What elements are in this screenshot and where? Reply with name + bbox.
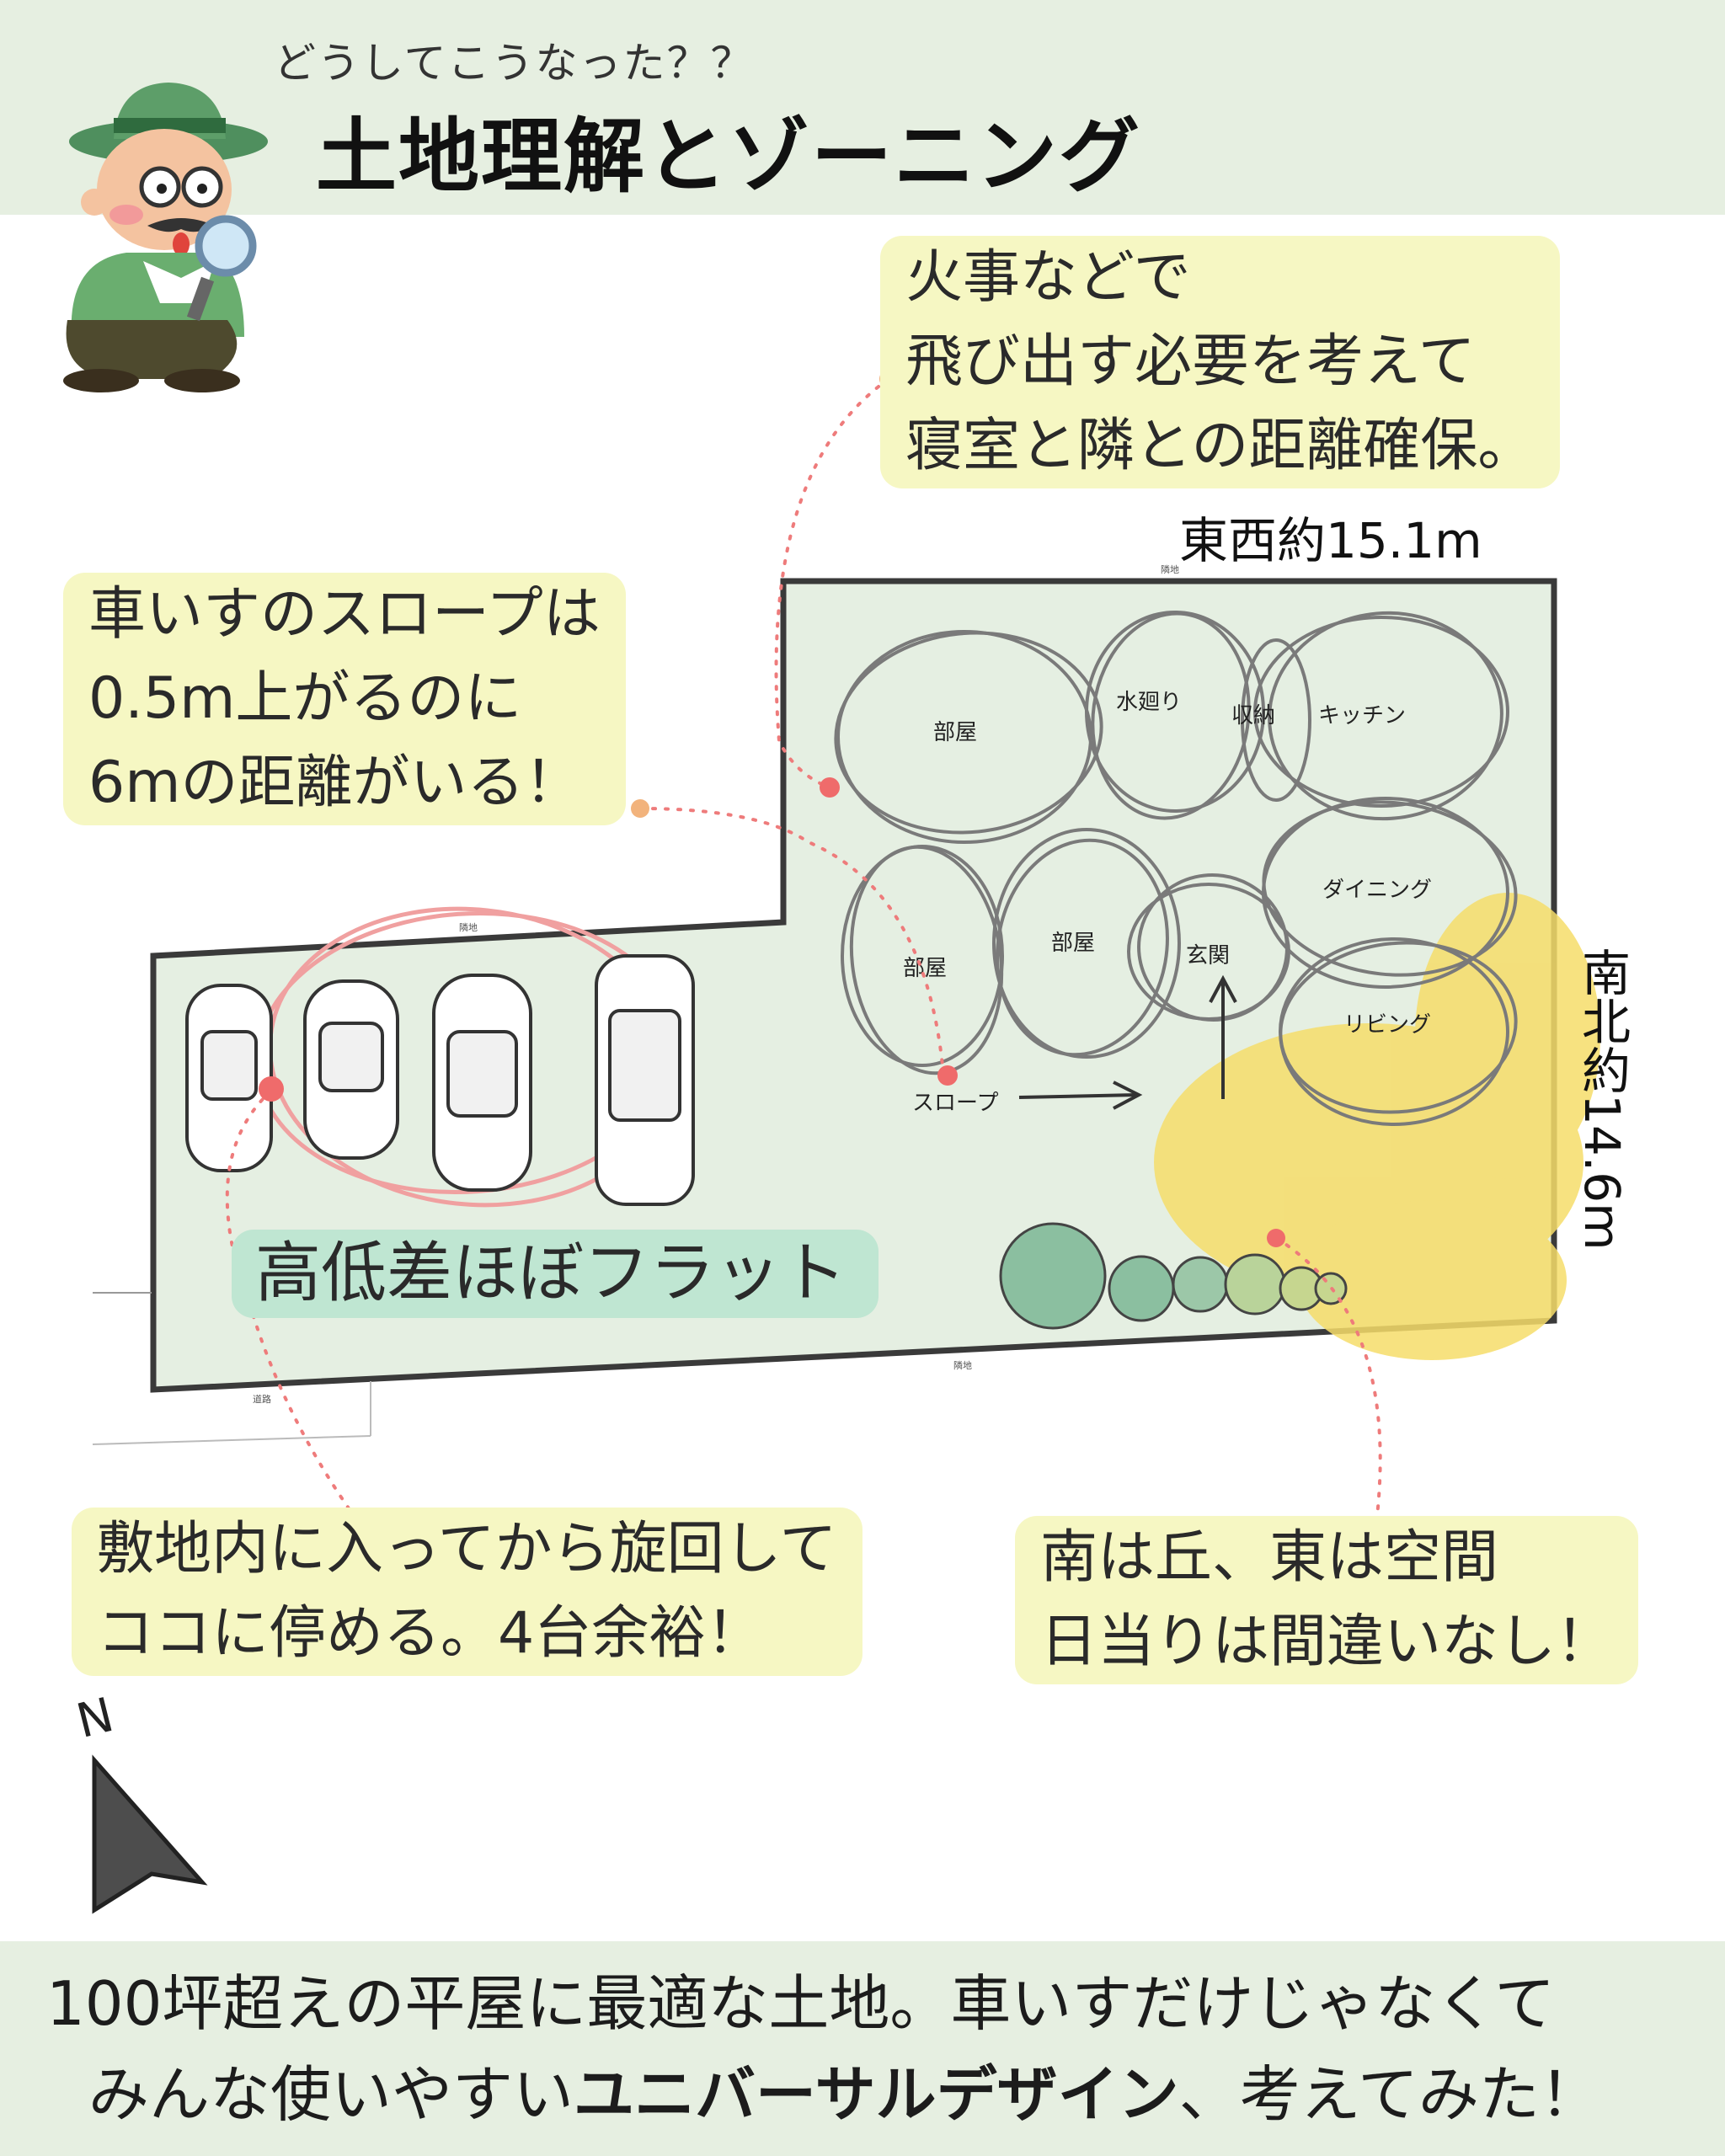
note-slope: 車いすのスロープは 0.5m上がるのに 6mの距離がいる！ xyxy=(63,573,626,825)
subtitle: どうしてこうなった？？ xyxy=(274,39,755,88)
note-slope-line-3: 6mの距離がいる！ xyxy=(88,750,582,816)
zone-entrance: 玄関 xyxy=(1186,943,1230,969)
zone-water: 水廻り xyxy=(1116,690,1182,715)
detective-character xyxy=(63,83,268,392)
note-parking: 敷地内に入ってから旋回して ココに停める。4台余裕！ xyxy=(72,1508,862,1676)
page-title: 土地理解とゾーニング xyxy=(316,109,1141,204)
footer-line-2: みんな使いやすいユニバーサルデザイン、考えてみた！ xyxy=(46,2049,1600,2140)
boundary-north: 隣地 xyxy=(1161,563,1179,575)
footer-band xyxy=(0,1941,1725,2156)
trees xyxy=(999,1222,1348,1330)
zone-room-1: 部屋 xyxy=(933,720,977,745)
boundary-north-west: 隣地 xyxy=(459,921,478,933)
note-sunlight: 南は丘、東は空間 日当りは間違いなし！ xyxy=(1015,1516,1639,1684)
footer-line-2-prefix: みんな使いやすい xyxy=(88,2059,574,2130)
note-sunlight-line-2: 日当りは間違いなし！ xyxy=(1040,1609,1614,1675)
note-slope-line-2: 0.5m上がるのに xyxy=(88,665,522,732)
zone-living: リビング xyxy=(1343,1012,1431,1038)
note-slope-line-1: 車いすのスロープは xyxy=(88,581,601,648)
sunlight-area xyxy=(1154,893,1600,1360)
zone-room-3: 部屋 xyxy=(1051,931,1095,956)
footer-line-1: 100坪超えの平屋に最適な土地。車いすだけじゃなくて xyxy=(46,1968,1556,2039)
note-fire-distance: 火事などで 飛び出す必要を考えて 寝室と隣との距離確保。 xyxy=(880,236,1561,488)
footer-line-2-bold: ユニバーサルデザイン xyxy=(574,2059,1179,2130)
note-fire-line-1: 火事などで xyxy=(905,244,1191,311)
note-flat: 高低差ほぼフラット xyxy=(232,1230,879,1318)
note-sunlight-line-1: 南は丘、東は空間 xyxy=(1040,1524,1499,1591)
boundary-south: 隣地 xyxy=(953,1359,972,1371)
dimension-north-south: 南北約14.6m xyxy=(1573,947,1631,1251)
note-fire-line-2: 飛び出す必要を考えて xyxy=(905,328,1476,395)
note-fire-line-3: 寝室と隣との距離確保。 xyxy=(905,413,1535,479)
access-arrows xyxy=(1018,974,1237,1110)
boundary-road: 道路 xyxy=(253,1393,271,1405)
north-arrow xyxy=(92,1754,208,1914)
zone-slope: スロープ xyxy=(912,1091,998,1116)
footer-text: 100坪超えの平屋に最適な土地。車いすだけじゃなくて みんな使いやすいユニバーサ… xyxy=(46,1958,1600,2140)
note-parking-line-1: 敷地内に入ってから旋回して xyxy=(97,1516,837,1582)
zone-storage: 収納 xyxy=(1231,703,1275,728)
zone-dining: ダイニング xyxy=(1322,878,1432,903)
dimension-east-west: 東西約15.1m xyxy=(1179,512,1482,569)
note-parking-line-2: ココに停める。4台余裕！ xyxy=(97,1600,764,1667)
header-band xyxy=(0,0,1725,215)
zone-kitchen: キッチン xyxy=(1318,703,1406,728)
footer-line-2-suffix: 、考えてみた！ xyxy=(1178,2059,1600,2130)
